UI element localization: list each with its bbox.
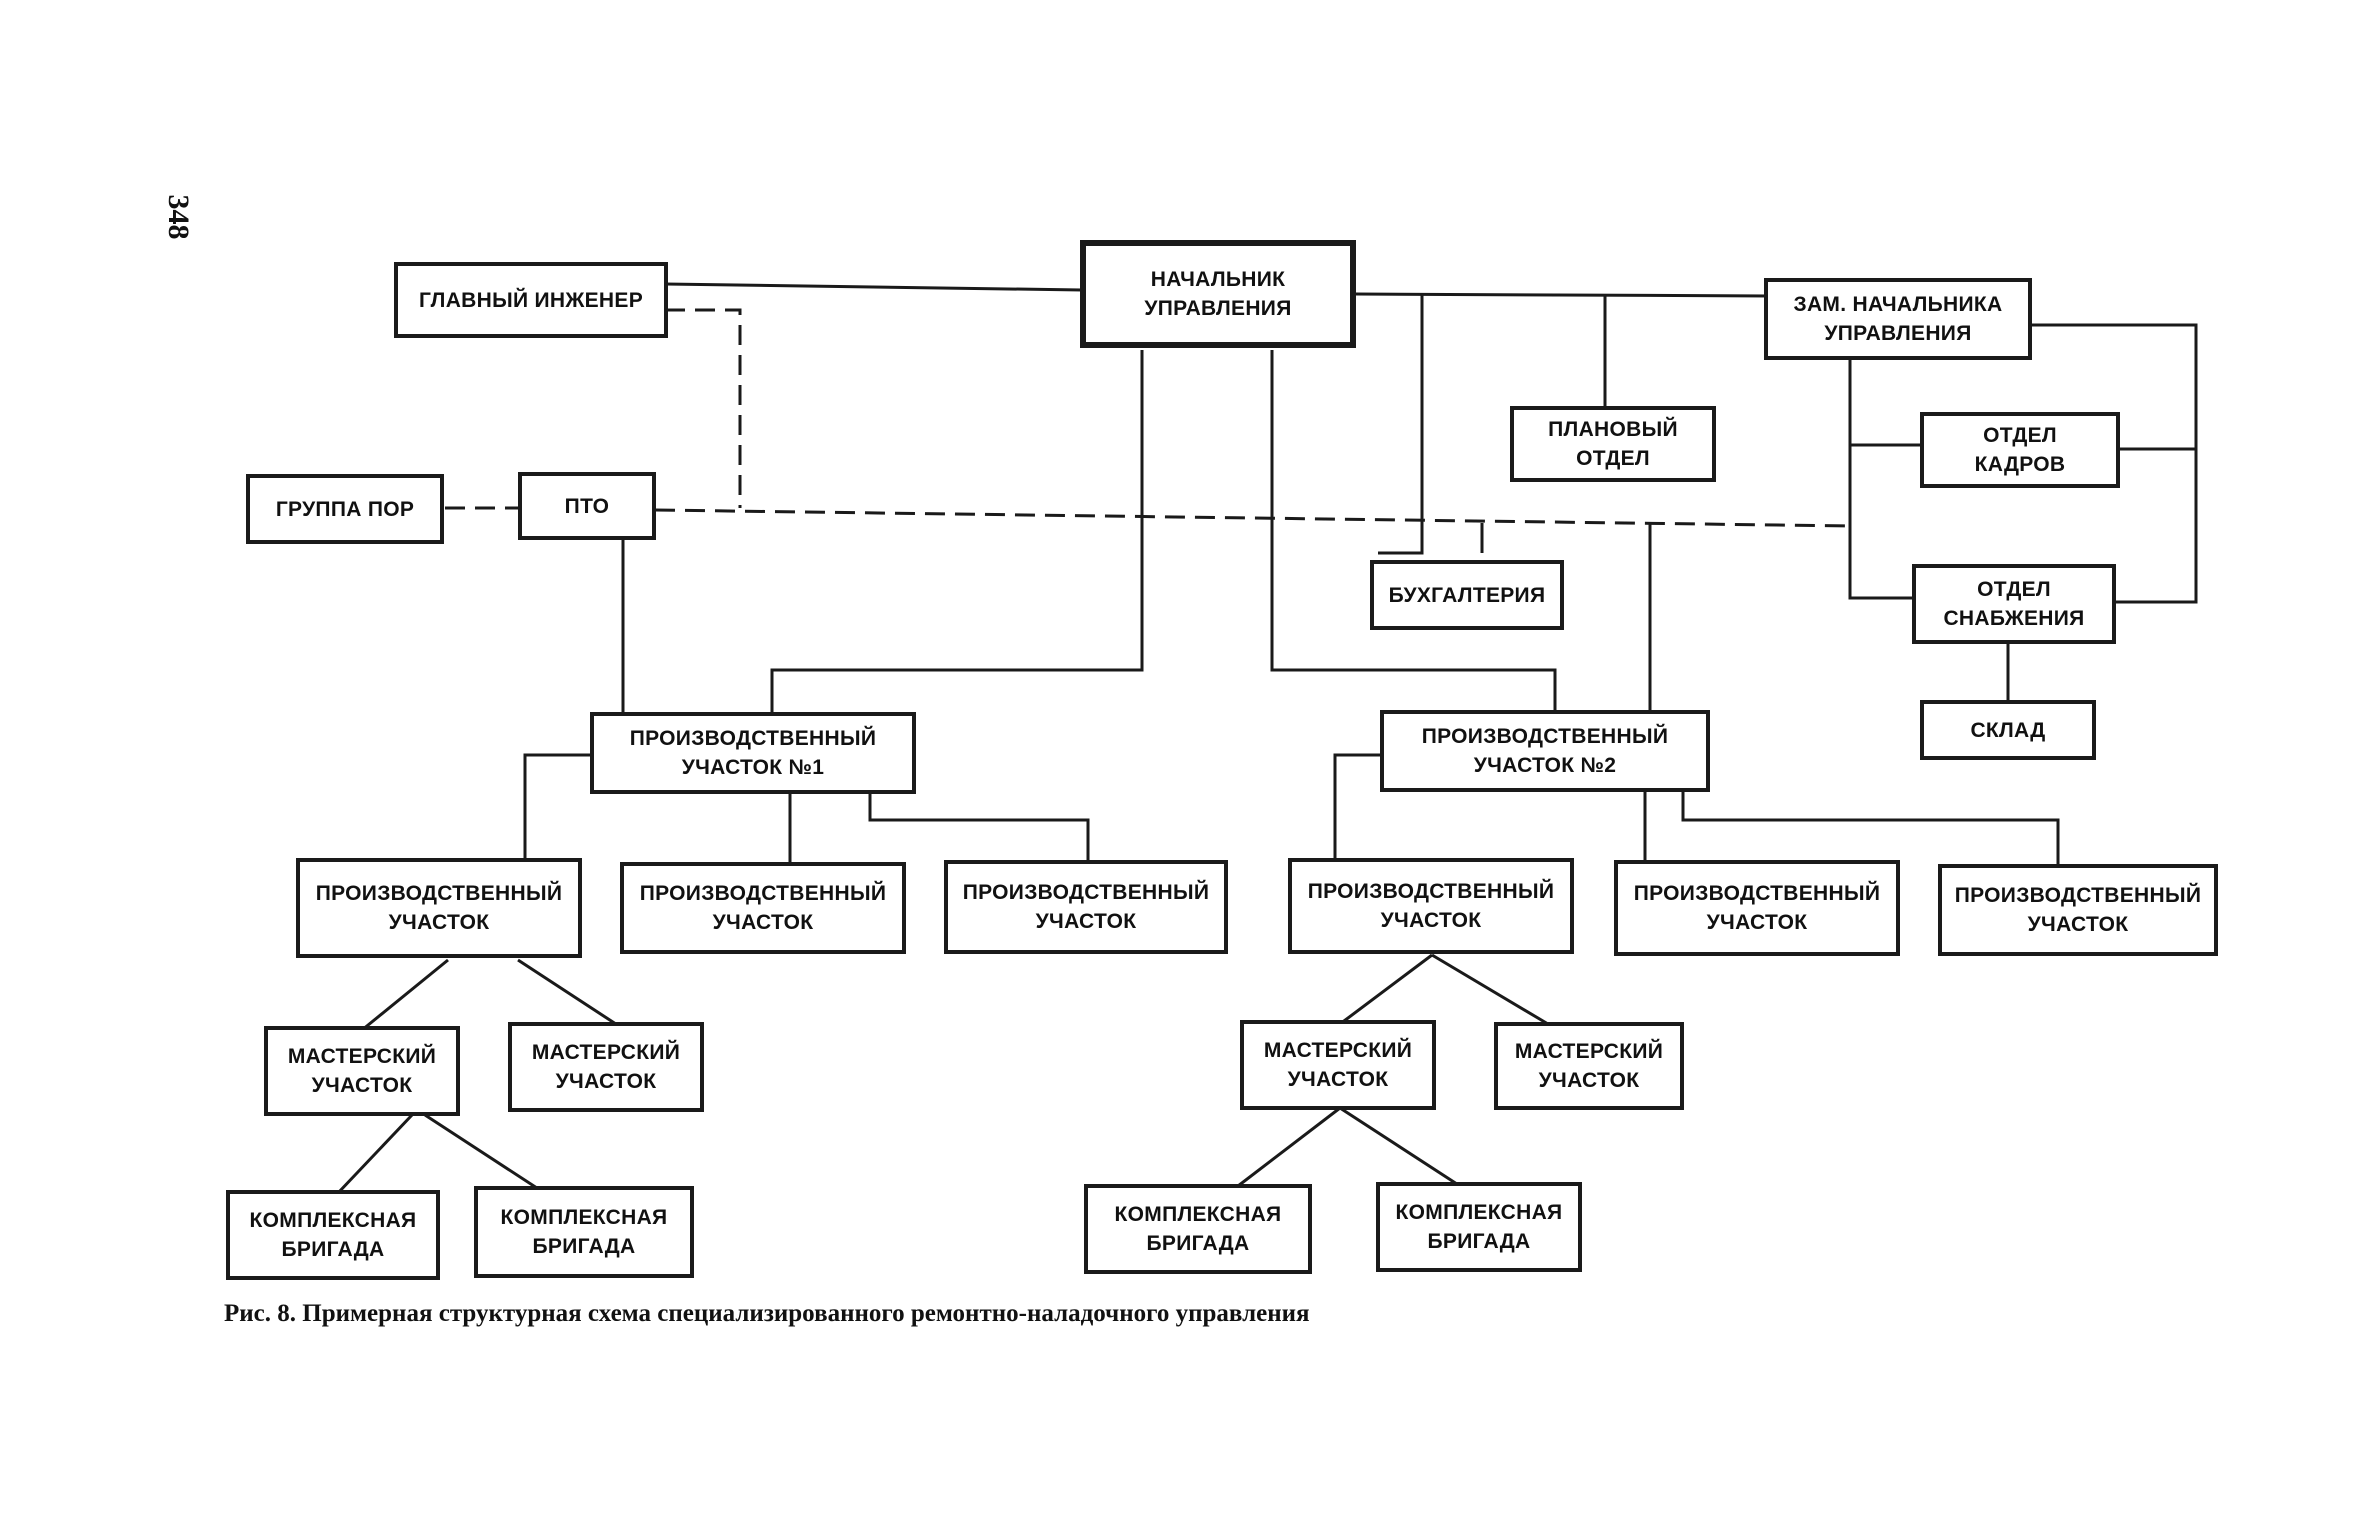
node-warehouse-label-line: СКЛАД bbox=[1970, 718, 2046, 742]
node-m2a: МАСТЕРСКИЙ УЧАСТОК bbox=[1240, 1020, 1436, 1110]
node-site1: ПРОИЗВОДСТВЕННЫЙ УЧАСТОК №1 bbox=[590, 712, 916, 794]
node-por-group-label-line: ГРУППА ПОР bbox=[275, 497, 415, 521]
link-head-site1 bbox=[770, 350, 1144, 713]
link-deputy-right-frame bbox=[2030, 323, 2198, 604]
node-site2-label-line: УЧАСТОК №2 bbox=[1473, 754, 1617, 777]
node-pto-label-line: ПТО bbox=[564, 494, 610, 518]
node-s2c: ПРОИЗВОДСТВЕННЫЙ УЧАСТОК bbox=[1938, 864, 2218, 956]
node-m2b: МАСТЕРСКИЙ УЧАСТОК bbox=[1494, 1022, 1684, 1110]
link-deputy-down bbox=[1848, 357, 1916, 600]
node-s1c-label-line: ПРОИЗВОДСТВЕННЫЙ bbox=[962, 881, 1210, 904]
node-b1b-label-line: КОМПЛЕКСНАЯ bbox=[500, 1206, 668, 1229]
node-por-group: ГРУППА ПОР bbox=[246, 474, 444, 544]
node-b1b-label-line: БРИГАДА bbox=[532, 1235, 636, 1258]
node-s2b: ПРОИЗВОДСТВЕННЫЙ УЧАСТОК bbox=[1614, 860, 1900, 956]
link-s1a-m1b bbox=[517, 958, 623, 1030]
node-s2a-label-line: ПРОИЗВОДСТВЕННЫЙ bbox=[1307, 880, 1555, 903]
node-m1a: МАСТЕРСКИЙ УЧАСТОК bbox=[264, 1026, 460, 1116]
node-b2b-label-line: КОМПЛЕКСНАЯ bbox=[1395, 1201, 1563, 1224]
figure-caption: Рис. 8. Примерная структурная схема спец… bbox=[224, 1300, 1310, 1327]
node-b1a: КОМПЛЕКСНАЯ БРИГАДА bbox=[226, 1190, 440, 1280]
node-m1b: МАСТЕРСКИЙ УЧАСТОК bbox=[508, 1022, 704, 1112]
node-deputy-head-label-line: ЗАМ. НАЧАЛЬНИКА bbox=[1793, 293, 2003, 316]
node-b2b-label-line: БРИГАДА bbox=[1427, 1230, 1531, 1253]
node-planning-label-line: ОТДЕЛ bbox=[1576, 447, 1650, 470]
node-planning-label-line: ПЛАНОВЫЙ bbox=[1548, 418, 1678, 441]
node-b1b: КОМПЛЕКСНАЯ БРИГАДА bbox=[474, 1186, 694, 1278]
link-m2a-b2b bbox=[1339, 1106, 1461, 1188]
node-head-label-line: УПРАВЛЕНИЯ bbox=[1144, 297, 1292, 320]
node-deputy-head: ЗАМ. НАЧАЛЬНИКА УПРАВЛЕНИЯ bbox=[1764, 278, 2032, 360]
node-warehouse: СКЛАД bbox=[1920, 700, 2096, 760]
node-head: НАЧАЛЬНИК УПРАВЛЕНИЯ bbox=[1080, 240, 1356, 348]
node-s1b-label-line: УЧАСТОК bbox=[712, 911, 814, 934]
node-b1a-label-line: КОМПЛЕКСНАЯ bbox=[249, 1209, 417, 1232]
node-m1a-label-line: УЧАСТОК bbox=[311, 1074, 413, 1097]
link-m1a-b1a bbox=[336, 1113, 414, 1195]
link-site2-s2a bbox=[1333, 753, 1382, 862]
node-b2a: КОМПЛЕКСНАЯ БРИГАДА bbox=[1084, 1184, 1312, 1274]
node-chief-engineer: ГЛАВНЫЙ ИНЖЕНЕР bbox=[394, 262, 668, 338]
node-supply-label-line: СНАБЖЕНИЯ bbox=[1943, 607, 2085, 630]
node-m2b-label-line: МАСТЕРСКИЙ bbox=[1514, 1040, 1664, 1063]
link-site1-s1a bbox=[523, 753, 592, 866]
node-b2a-label-line: КОМПЛЕКСНАЯ bbox=[1114, 1203, 1282, 1226]
link-s2a-m2a bbox=[1339, 953, 1433, 1026]
link-s2a-m2b bbox=[1431, 953, 1549, 1026]
node-accounting-label-line: БУХГАЛТЕРИЯ bbox=[1388, 583, 1546, 607]
node-planning: ПЛАНОВЫЙ ОТДЕЛ bbox=[1510, 406, 1716, 482]
node-s1b-label-line: ПРОИЗВОДСТВЕННЫЙ bbox=[639, 882, 887, 905]
node-s2a: ПРОИЗВОДСТВЕННЫЙ УЧАСТОК bbox=[1288, 858, 1574, 954]
node-supply-label-line: ОТДЕЛ bbox=[1977, 578, 2051, 601]
node-deputy-head-label-line: УПРАВЛЕНИЯ bbox=[1824, 322, 1972, 345]
node-m2a-label-line: УЧАСТОК bbox=[1287, 1068, 1389, 1091]
node-s1c: ПРОИЗВОДСТВЕННЫЙ УЧАСТОК bbox=[944, 860, 1228, 954]
node-b2a-label-line: БРИГАДА bbox=[1146, 1232, 1250, 1255]
node-s1c-label-line: УЧАСТОК bbox=[1035, 910, 1137, 933]
node-chief-engineer-label-line: ГЛАВНЫЙ ИНЖЕНЕР bbox=[418, 288, 644, 312]
link-head-bus-accounting bbox=[1378, 294, 1424, 555]
node-hr-label-line: ОТДЕЛ bbox=[1983, 424, 2057, 447]
link-s1a-m1a bbox=[361, 958, 449, 1032]
link-m2a-b2a bbox=[1237, 1106, 1341, 1188]
node-m1b-label-line: МАСТЕРСКИЙ bbox=[531, 1041, 681, 1064]
link-head-site2 bbox=[1270, 350, 1557, 711]
node-s2c-label-line: УЧАСТОК bbox=[2027, 913, 2129, 936]
node-site2-label-line: ПРОИЗВОДСТВЕННЫЙ bbox=[1421, 725, 1669, 748]
link-site2-s2c bbox=[1681, 792, 2060, 870]
node-m2a-label-line: МАСТЕРСКИЙ bbox=[1263, 1039, 1413, 1062]
node-s1b: ПРОИЗВОДСТВЕННЫЙ УЧАСТОК bbox=[620, 862, 906, 954]
node-s1a: ПРОИЗВОДСТВЕННЫЙ УЧАСТОК bbox=[296, 858, 582, 958]
node-site2: ПРОИЗВОДСТВЕННЫЙ УЧАСТОК №2 bbox=[1380, 710, 1710, 792]
node-hr-label-line: КАДРОВ bbox=[1974, 453, 2066, 476]
node-s1a-label-line: УЧАСТОК bbox=[388, 911, 490, 934]
node-s2a-label-line: УЧАСТОК bbox=[1380, 909, 1482, 932]
link-chief-engineer-head bbox=[664, 282, 1083, 292]
node-s2c-label-line: ПРОИЗВОДСТВЕННЫЙ bbox=[1954, 884, 2202, 907]
page-number: 348 bbox=[162, 194, 195, 240]
node-pto: ПТО bbox=[518, 472, 656, 540]
dashed-link-chief-engineer bbox=[665, 308, 742, 508]
node-accounting: БУХГАЛТЕРИЯ bbox=[1370, 560, 1564, 630]
link-site1-s1c bbox=[868, 792, 1090, 862]
node-b1a-label-line: БРИГАДА bbox=[281, 1238, 385, 1261]
dashed-link-pto-staff bbox=[654, 508, 1851, 528]
node-site1-label-line: УЧАСТОК №1 bbox=[681, 756, 825, 779]
node-supply: ОТДЕЛ СНАБЖЕНИЯ bbox=[1912, 564, 2116, 644]
node-head-label-line: НАЧАЛЬНИК bbox=[1150, 268, 1286, 291]
node-m1a-label-line: МАСТЕРСКИЙ bbox=[287, 1045, 437, 1068]
node-b2b: КОМПЛЕКСНАЯ БРИГАДА bbox=[1376, 1182, 1582, 1272]
node-s2b-label-line: УЧАСТОК bbox=[1706, 911, 1808, 934]
node-m2b-label-line: УЧАСТОК bbox=[1538, 1069, 1640, 1092]
node-hr: ОТДЕЛ КАДРОВ bbox=[1920, 412, 2120, 488]
link-head-deputy bbox=[1354, 292, 1771, 298]
link-m1a-b1b bbox=[424, 1113, 541, 1192]
node-site1-label-line: ПРОИЗВОДСТВЕННЫЙ bbox=[629, 727, 877, 750]
node-m1b-label-line: УЧАСТОК bbox=[555, 1070, 657, 1093]
node-s1a-label-line: ПРОИЗВОДСТВЕННЫЙ bbox=[315, 882, 563, 905]
node-s2b-label-line: ПРОИЗВОДСТВЕННЫЙ bbox=[1633, 882, 1881, 905]
